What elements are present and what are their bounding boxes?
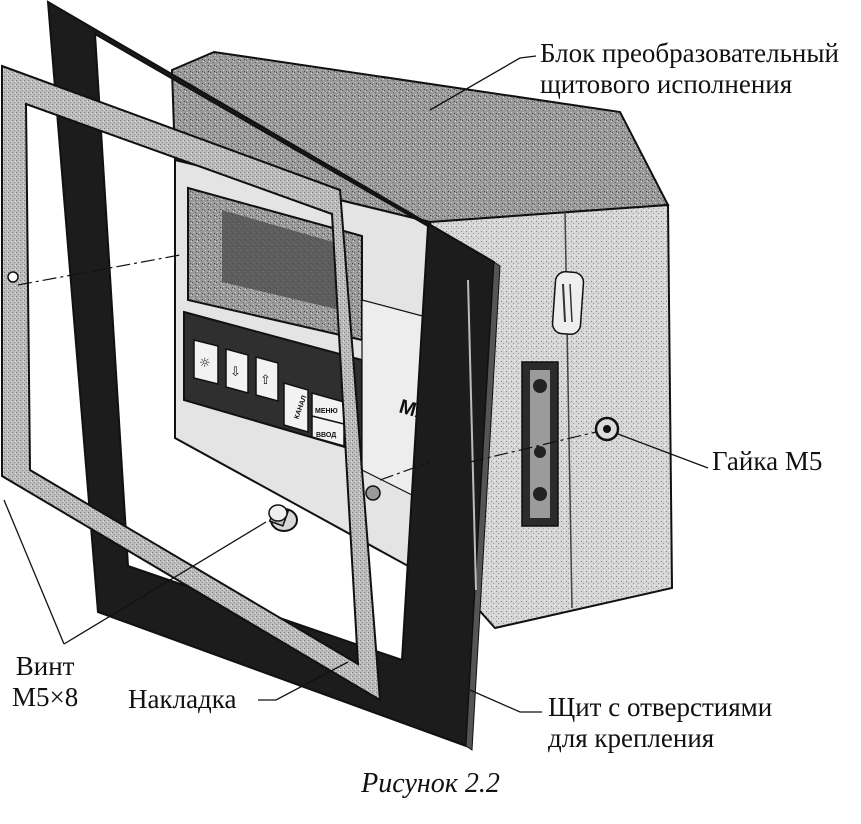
leader-block — [429, 55, 537, 111]
leader-nut — [617, 433, 709, 469]
alignment-lines — [17, 254, 597, 481]
down-key: ⇩ — [225, 348, 249, 394]
mode-key-bottom-label: ВВОД — [316, 432, 336, 439]
panel-mount-hole — [365, 485, 381, 501]
label-panel: Щит с отверстиями для крепления — [548, 692, 772, 754]
label-converter-block-line2: щитового исполнения — [540, 69, 793, 99]
leader-overlay — [258, 661, 349, 701]
arrow-down-icon: ⇩ — [230, 365, 241, 380]
mounting-panel — [46, 0, 501, 751]
overlay-hole — [7, 271, 19, 283]
label-overlay: Накладка — [128, 684, 237, 714]
label-panel-line1: Щит с отверстиями — [548, 692, 773, 722]
overlay-gasket — [1, 64, 382, 702]
label-converter-block: Блок преобразовательный щитового исполне… — [540, 38, 839, 100]
up-key: ⇧ — [255, 356, 279, 402]
arrow-up-icon: ⇧ — [260, 373, 271, 388]
side-connector — [521, 361, 559, 527]
figure-caption: Рисунок 2.2 — [361, 768, 500, 799]
leader-lines — [3, 55, 709, 713]
device-front-face: ☼ ⇩ ⇧ КАНАЛ МЕНЮ ВВОД МАР — [174, 158, 472, 602]
label-screw-line1: Винт — [15, 651, 75, 681]
leader-panel — [469, 689, 542, 713]
screw-m5x8 — [268, 504, 298, 532]
leader-screw-b — [63, 521, 267, 645]
label-converter-block-line1: Блок преобразовательный — [540, 38, 839, 68]
nut-m5 — [594, 416, 620, 442]
light-key: ☼ — [193, 339, 219, 385]
label-screw-line2: М5×8 — [12, 682, 79, 712]
sun-icon: ☼ — [199, 356, 211, 371]
channel-key: КАНАЛ — [283, 382, 309, 433]
label-panel-line2: для крепления — [548, 723, 715, 753]
label-nut: Гайка М5 — [712, 446, 823, 476]
mode-key-top-label: МЕНЮ — [315, 408, 338, 415]
leader-screw-a — [3, 499, 65, 645]
mode-key: МЕНЮ ВВОД — [311, 392, 345, 447]
label-screw: Винт М5×8 — [12, 651, 78, 713]
housing-side-sticker — [551, 271, 585, 335]
